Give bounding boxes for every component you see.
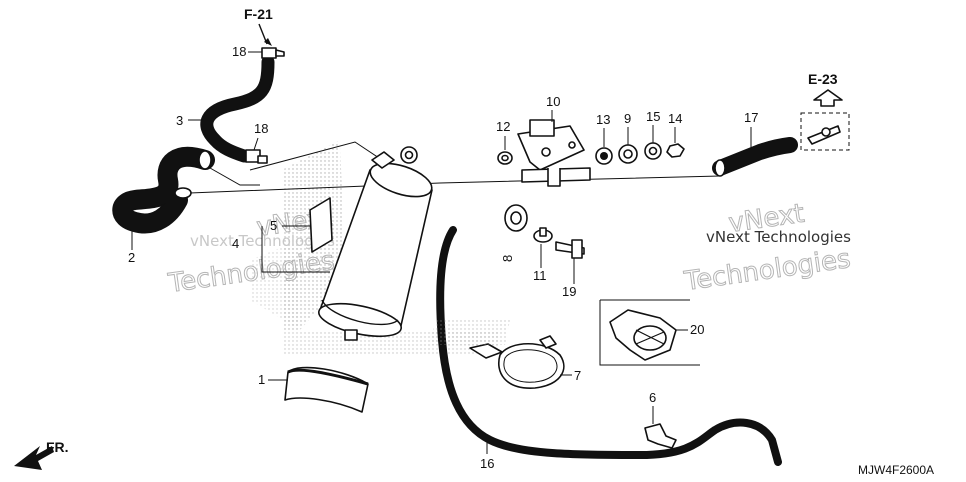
clip-18-top — [261, 47, 285, 59]
ref-f21: F-21 — [244, 6, 273, 46]
svg-text:Technologies: Technologies — [682, 244, 853, 297]
svg-text:vNext Technologies: vNext Technologies — [706, 228, 851, 246]
callout-7: 7 — [574, 368, 581, 383]
callout-8: 8 — [500, 255, 515, 262]
callout-15: 15 — [646, 109, 660, 124]
callout-19: 19 — [562, 284, 576, 299]
clip-6 — [644, 423, 677, 449]
callout-13: 13 — [596, 112, 610, 127]
callout-14: 14 — [668, 111, 682, 126]
callout-4: 4 — [232, 236, 239, 251]
callout-10: 10 — [546, 94, 560, 109]
honda-logo-watermark — [430, 320, 510, 345]
collar-11 — [533, 227, 553, 243]
nut-14 — [666, 143, 685, 158]
callout-2: 2 — [128, 250, 135, 265]
valve-10 — [517, 119, 591, 187]
drawing-code: MJW4F2600A — [858, 463, 934, 477]
washer-15 — [644, 142, 662, 160]
callout-20: 20 — [690, 322, 704, 337]
front-arrow-icon: FR. — [14, 439, 69, 470]
svg-text:E-23: E-23 — [808, 71, 838, 87]
collar-13 — [595, 147, 613, 165]
callout-3: 3 — [176, 113, 183, 128]
watermark-right: vNext Technologies vNext Technologies — [681, 198, 853, 297]
callout-11: 11 — [533, 268, 547, 283]
washer-9 — [618, 144, 638, 164]
callout-5: 5 — [270, 218, 277, 233]
callout-18-top: 18 — [232, 44, 246, 59]
callout-16: 16 — [480, 456, 494, 471]
svg-text:FR.: FR. — [46, 439, 69, 455]
plate-5 — [309, 197, 333, 253]
bolt-19 — [555, 239, 585, 259]
callouts: 18 3 18 2 5 4 1 10 12 13 9 15 14 17 8 11… — [128, 44, 758, 471]
grommet-8 — [504, 204, 528, 232]
guide-lines — [139, 141, 721, 366]
ref-e23: E-23 — [800, 71, 850, 151]
clamp-7 — [469, 335, 565, 389]
callout-12: 12 — [496, 119, 510, 134]
band-1 — [284, 366, 369, 413]
clamp-20 — [609, 309, 677, 361]
svg-text:vNext Technologies: vNext Technologies — [190, 232, 335, 250]
callout-1: 1 — [258, 372, 265, 387]
hose-2 — [112, 146, 215, 234]
callout-9: 9 — [624, 111, 631, 126]
svg-text:F-21: F-21 — [244, 6, 273, 22]
clip-18-lower — [245, 149, 268, 164]
callout-18-lower: 18 — [254, 121, 268, 136]
callout-6: 6 — [649, 390, 656, 405]
canister — [318, 146, 433, 341]
callout-17: 17 — [744, 110, 758, 125]
grommet-12 — [497, 151, 513, 165]
hose-3 — [200, 55, 275, 163]
hose-17 — [712, 137, 798, 177]
